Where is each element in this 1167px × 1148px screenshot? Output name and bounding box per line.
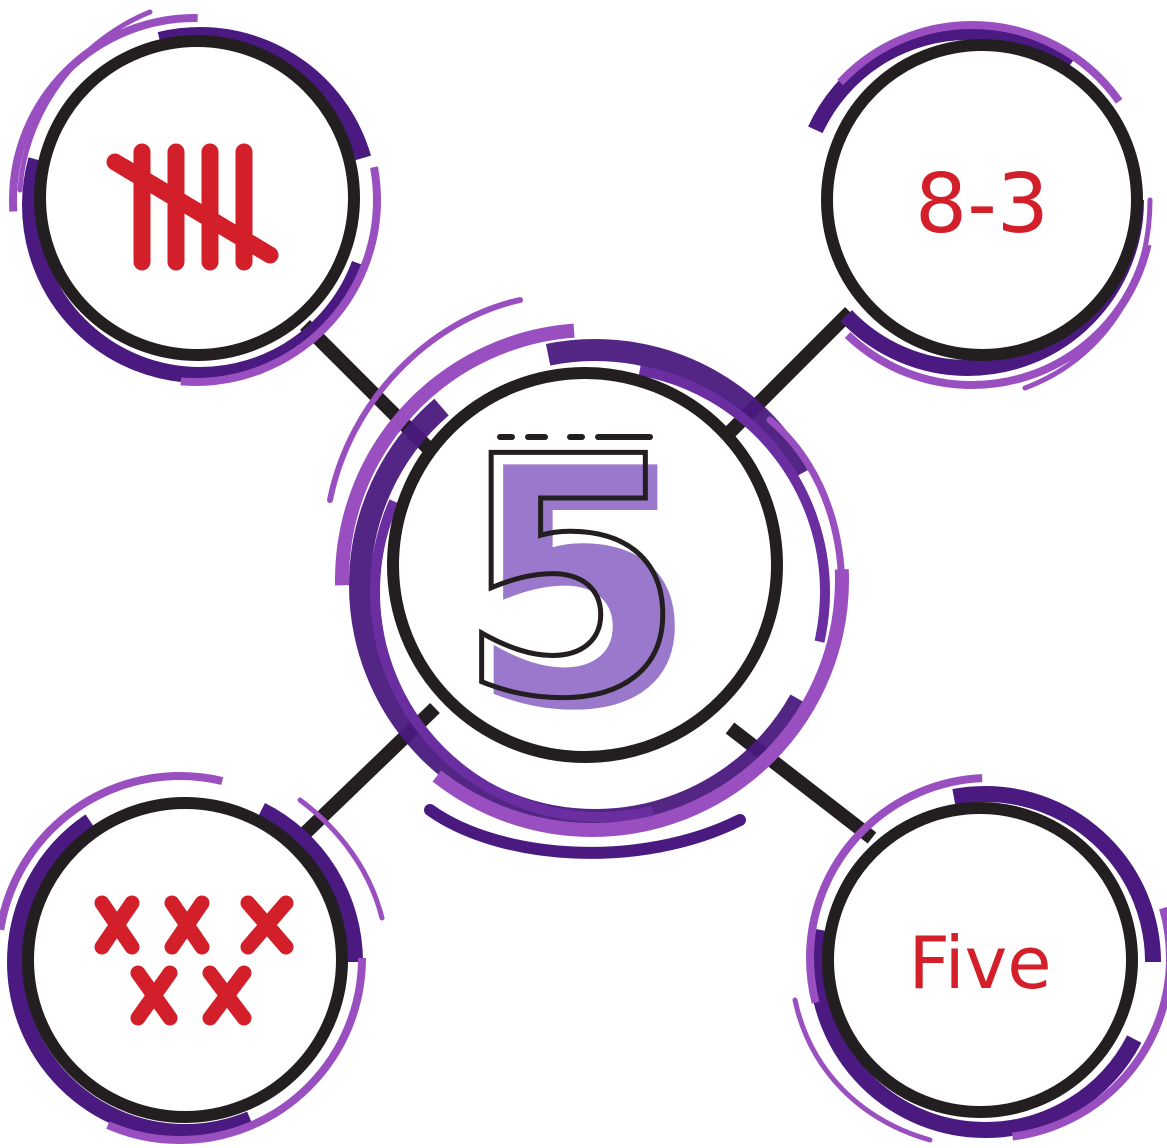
connector-bottom-right [730, 728, 872, 838]
node-tally [13, 12, 377, 382]
expression-text: 8-3 [915, 157, 1049, 252]
marks-circle [28, 803, 342, 1117]
tally-circle [40, 41, 354, 355]
node-expression: 8-3 [792, 25, 1152, 388]
center-node: 5 5 [330, 300, 842, 853]
node-marks [0, 776, 382, 1140]
word-text: Five [908, 921, 1051, 1005]
center-number-outline: 5 [456, 387, 686, 771]
node-word: Five [795, 778, 1167, 1140]
